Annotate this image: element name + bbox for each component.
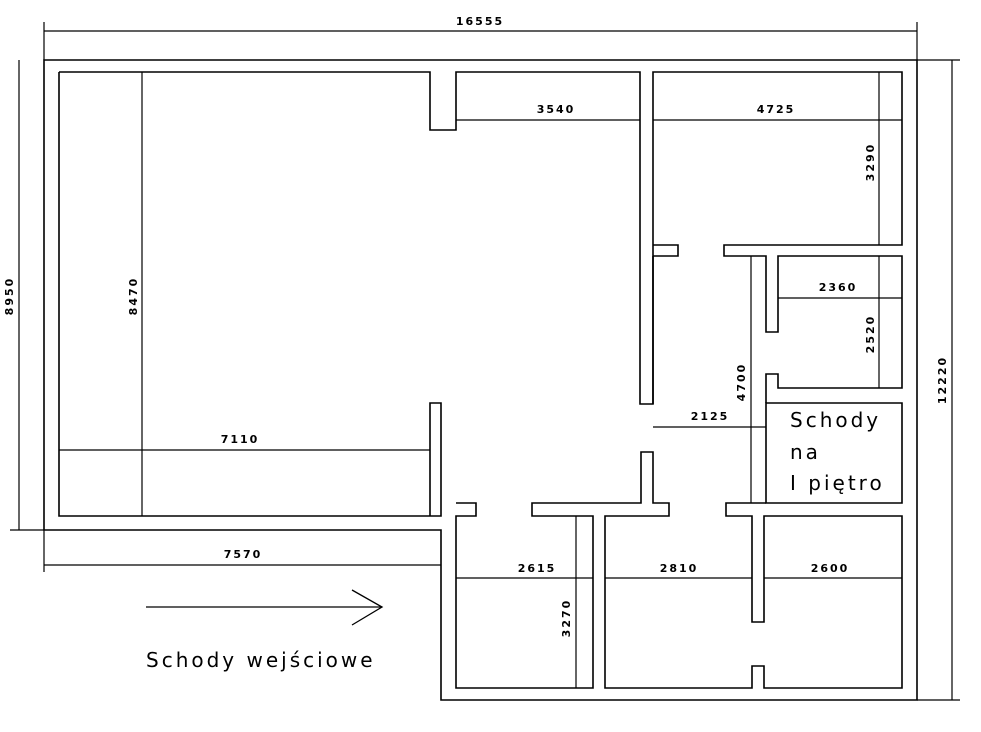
entrance-stairs-label: Schody wejściowe: [146, 648, 376, 672]
dim-small-room-width: 2360: [819, 281, 858, 294]
dim-bottom-room1-width: 2615: [518, 562, 557, 575]
dim-right-depth: 12220: [936, 356, 949, 404]
outer-wall: [43, 59, 918, 701]
dim-total-width: 16555: [456, 15, 504, 28]
dim-small-room-depth: 2520: [864, 315, 877, 354]
dim-room-tr-depth: 3290: [864, 143, 877, 182]
dim-living-width: 7110: [221, 433, 260, 446]
dim-hall-width: 3540: [537, 103, 576, 116]
stairs-up-label-line1: Schody: [790, 408, 881, 432]
dim-bottom-room3-width: 2600: [811, 562, 850, 575]
living-room-lower-wall: [58, 72, 442, 517]
living-room-outline: [59, 71, 903, 405]
stairs-up-label-line3: I piętro: [790, 471, 885, 495]
stair-block: [765, 402, 903, 504]
dim-room-tr-width: 4725: [757, 103, 796, 116]
stairs-up-label-line2: na: [790, 440, 821, 464]
dim-bottom-room1-depth: 3270: [560, 599, 573, 638]
hall-bottom-partition: [455, 451, 903, 689]
dim-bottom-left-width: 7570: [224, 548, 263, 561]
entrance-arrow-head-icon: [351, 589, 384, 626]
dim-corridor-depth: 4700: [735, 363, 748, 402]
dim-corridor-width: 2125: [691, 410, 730, 423]
dim-bottom-room2-width: 2810: [660, 562, 699, 575]
dim-total-depth: 8950: [3, 277, 16, 316]
dim-living-depth: 8470: [127, 277, 140, 316]
corridor-wall-left: [653, 244, 679, 257]
